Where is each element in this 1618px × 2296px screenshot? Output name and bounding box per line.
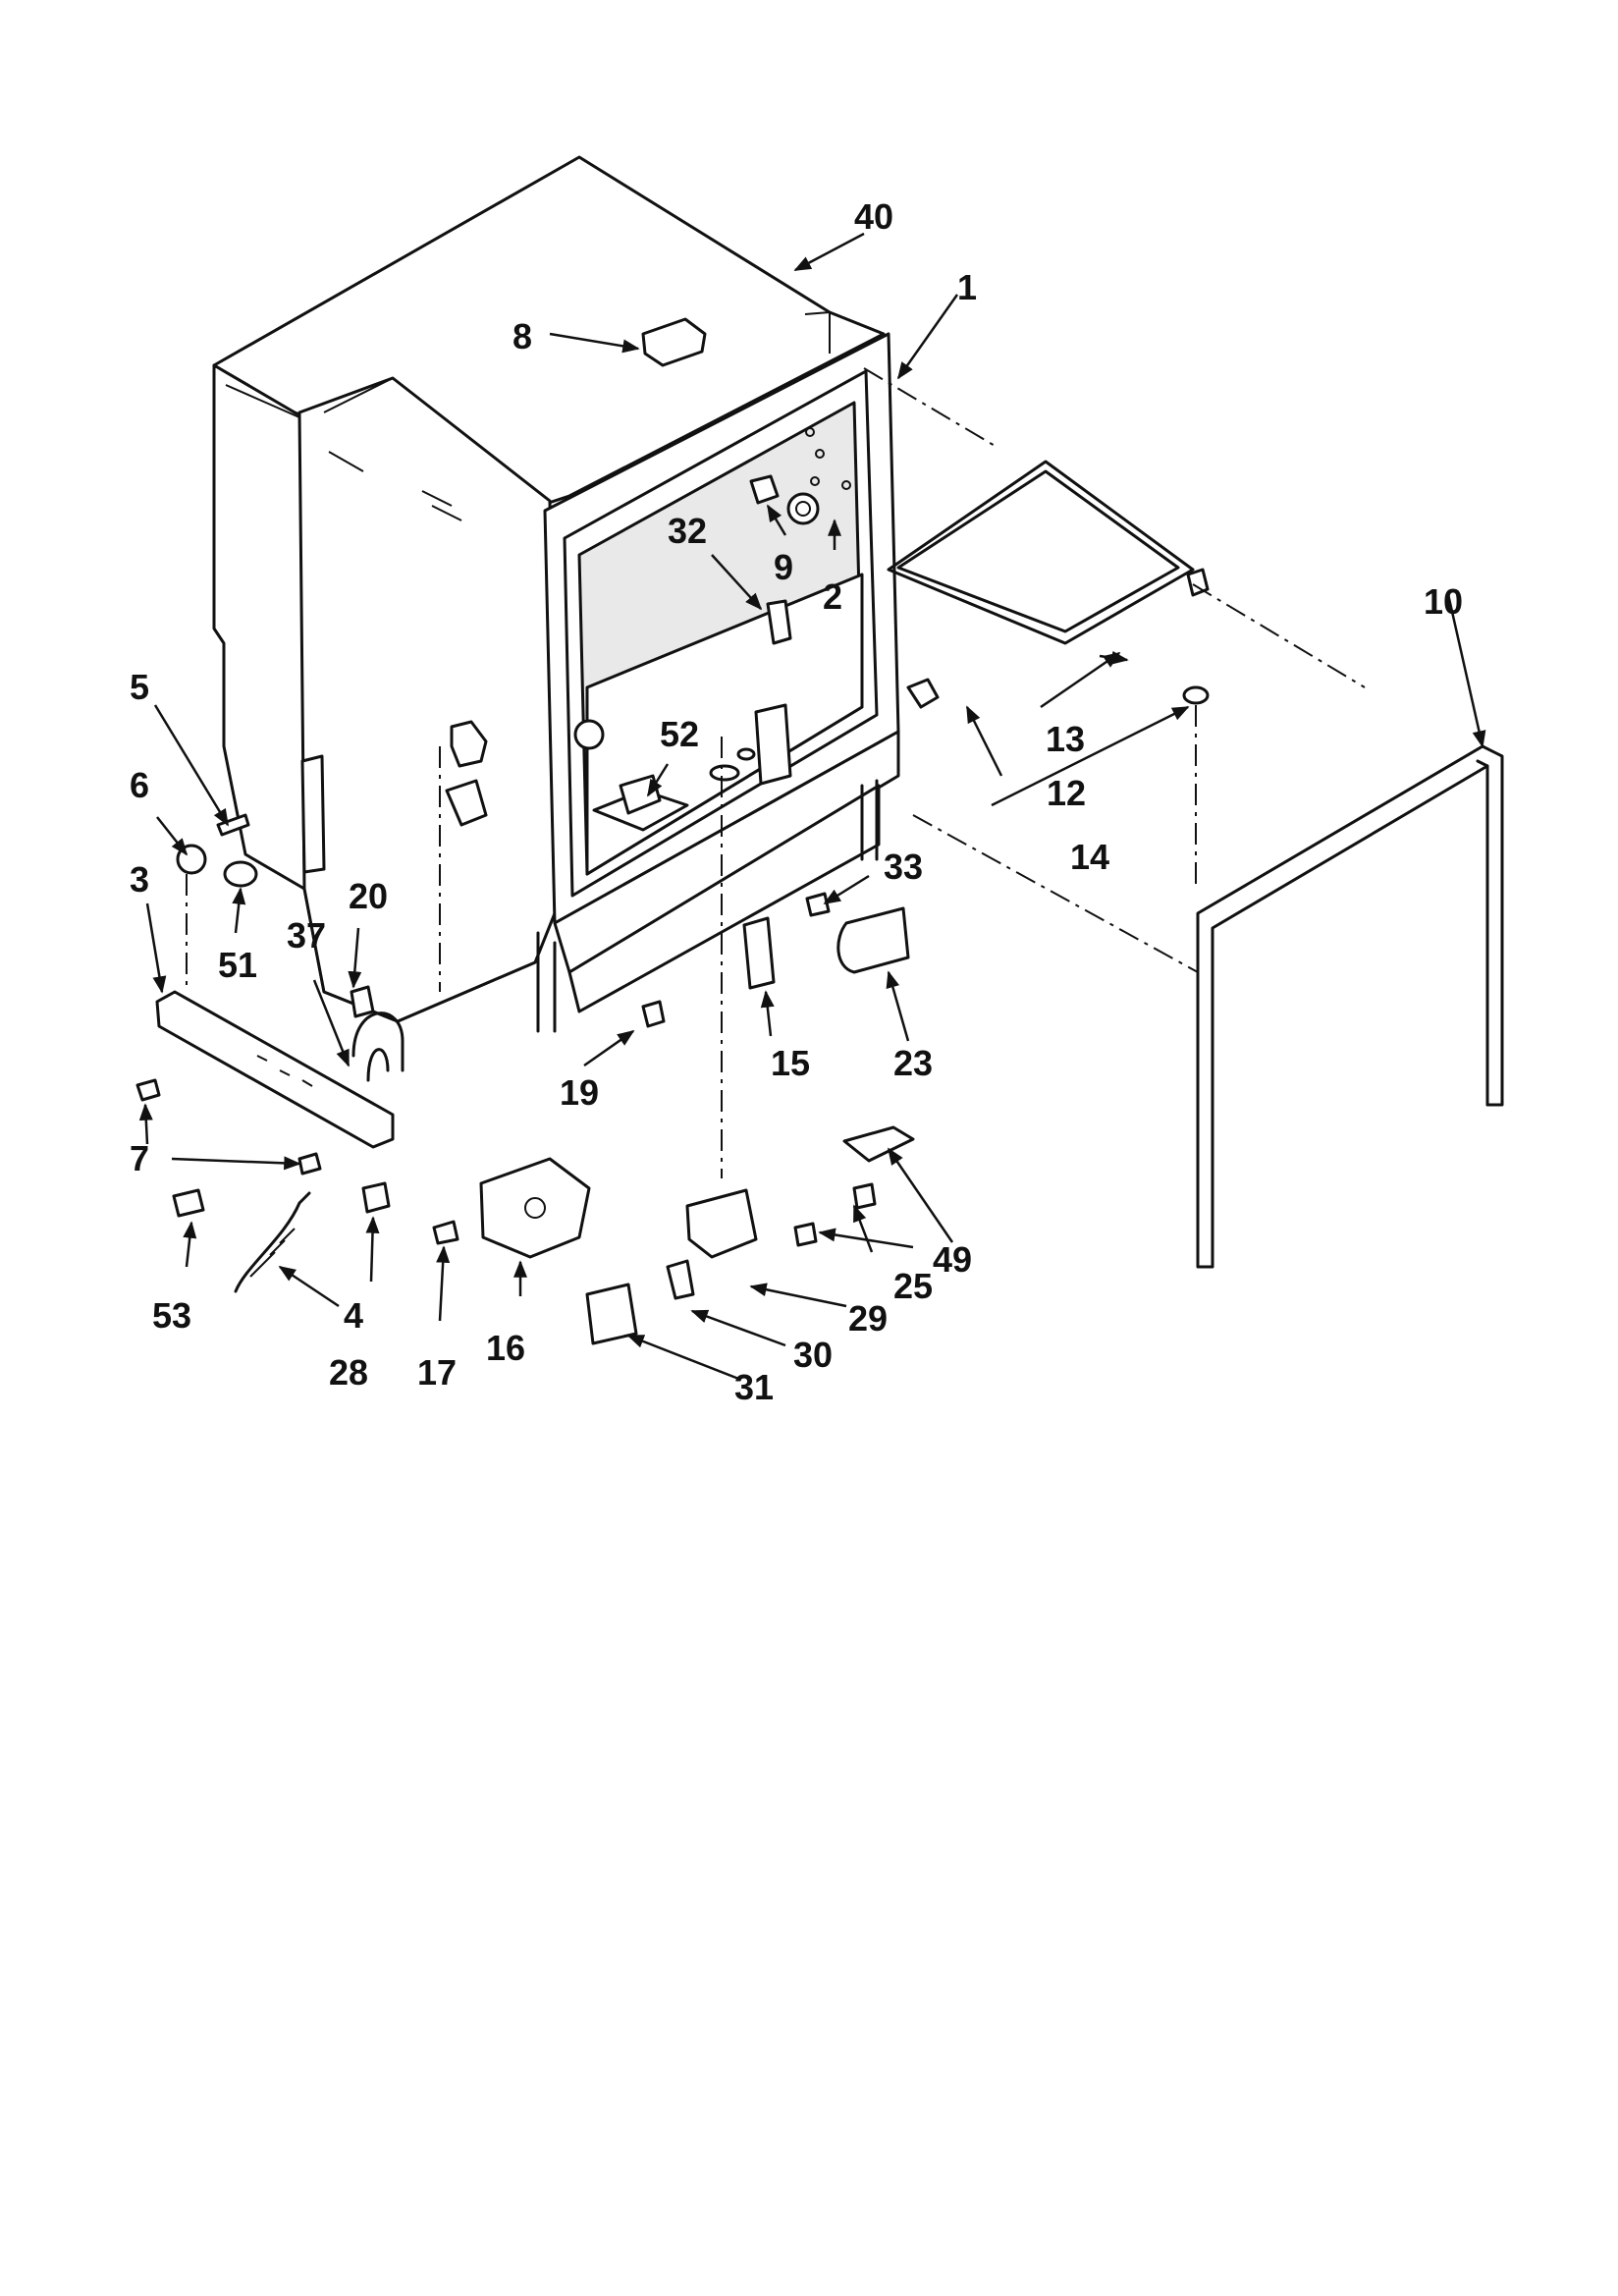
label-20: 20 [349,876,388,916]
label-3: 3 [130,859,149,900]
label-1: 1 [957,267,977,307]
label-23: 23 [893,1043,933,1083]
label-12: 12 [1047,773,1086,813]
callout-labels: 40 1 8 32 9 2 10 13 12 14 5 6 3 52 20 37… [130,196,1463,1407]
label-6: 6 [130,765,149,805]
rack-rails [887,460,1504,1269]
label-32: 32 [668,511,707,551]
label-5: 5 [130,667,149,707]
label-19: 19 [560,1072,599,1113]
small-parts [172,892,915,1345]
label-14: 14 [1070,837,1109,877]
label-37: 37 [287,915,326,956]
label-7: 7 [130,1138,149,1178]
label-52: 52 [660,714,699,754]
label-30: 30 [793,1335,833,1375]
assembly-centerlines [186,367,1366,1178]
lower-left-parts [135,813,404,1175]
label-51: 51 [218,945,257,985]
label-15: 15 [771,1043,810,1083]
label-16: 16 [486,1328,525,1368]
label-49: 49 [933,1239,972,1280]
label-4: 4 [344,1295,363,1336]
label-31: 31 [734,1367,774,1407]
label-25: 25 [893,1266,933,1306]
label-53: 53 [152,1295,191,1336]
tub-cabinet [212,155,940,1033]
label-2: 2 [823,576,842,617]
label-13: 13 [1046,719,1085,759]
label-33: 33 [884,847,923,887]
label-28: 28 [329,1352,368,1393]
label-17: 17 [417,1352,457,1393]
label-10: 10 [1424,581,1463,622]
leader-lines [138,232,1486,1382]
label-40: 40 [854,196,893,237]
label-9: 9 [774,547,793,587]
label-8: 8 [512,316,532,356]
label-29: 29 [848,1298,888,1339]
